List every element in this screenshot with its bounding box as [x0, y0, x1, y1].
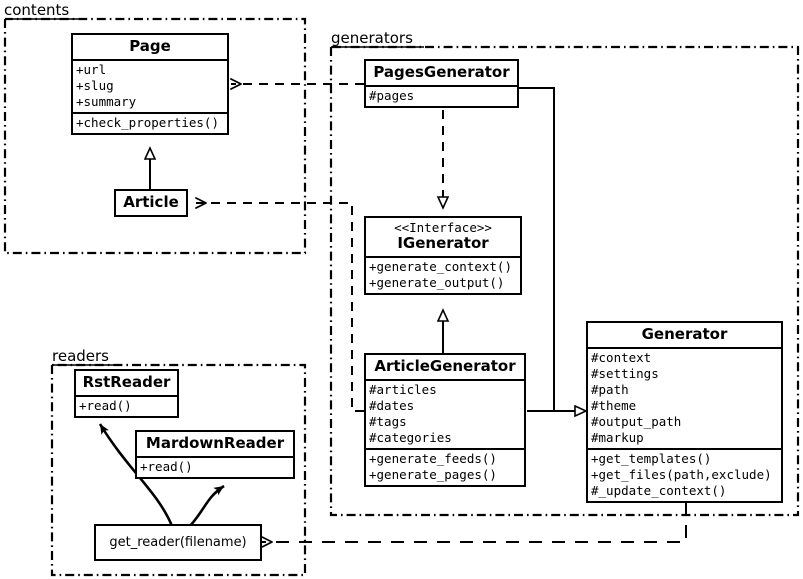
class-box-page[interactable]: Page +url +slug +summary +check_properti…	[71, 33, 229, 135]
method-item: +generate_pages()	[369, 467, 497, 482]
attribute-item: #dates	[369, 398, 415, 413]
attribute-item: #path	[591, 382, 629, 397]
method-item: +check_properties()	[76, 115, 219, 130]
class-methods-article-generator: +generate_feeds() +generate_pages()	[366, 448, 524, 485]
class-methods-page: +check_properties()	[73, 112, 227, 133]
relation-articlegenerator-uses-article	[195, 197, 364, 412]
method-item: +generate_output()	[369, 275, 505, 290]
function-box-get-reader[interactable]: get_reader(filename)	[94, 524, 262, 561]
attribute-item: +summary	[76, 94, 137, 109]
method-item: +get_templates()	[591, 451, 712, 466]
class-name-rst-reader: RstReader	[82, 373, 171, 391]
method-item: +generate_context()	[369, 259, 512, 274]
attribute-item: +url	[76, 62, 107, 77]
attribute-item: #output_path	[591, 414, 682, 429]
class-name-article: Article	[123, 193, 179, 211]
attribute-item: #context	[591, 350, 652, 365]
class-name-pages-generator: PagesGenerator	[373, 63, 510, 81]
class-attributes-page: +url +slug +summary	[73, 59, 227, 112]
class-name-page: Page	[129, 37, 171, 55]
package-label-contents: contents	[4, 1, 70, 19]
class-box-rst-reader[interactable]: RstReader +read()	[74, 369, 179, 418]
class-box-igenerator[interactable]: <<Interface>> IGenerator +generate_conte…	[364, 216, 522, 295]
package-label-readers: readers	[52, 347, 109, 365]
class-name-igenerator: IGenerator	[397, 234, 489, 252]
class-box-mardown-reader[interactable]: MardownReader +read()	[135, 430, 295, 479]
attribute-item: #articles	[369, 382, 437, 397]
class-stereotype-igenerator: <<Interface>>	[394, 220, 492, 235]
function-name-get-reader: get_reader(filename)	[109, 535, 247, 550]
class-name-mardown-reader: MardownReader	[145, 434, 285, 452]
class-methods-generator: +get_templates() +get_files(path,exclude…	[588, 448, 781, 501]
package-label-generators: generators	[331, 29, 413, 47]
method-item: +read()	[79, 398, 132, 413]
method-item: +get_files(path,exclude)	[591, 467, 772, 482]
method-item: +read()	[140, 459, 193, 474]
method-item: +generate_feeds()	[369, 451, 497, 466]
class-attributes-generator: #context #settings #path #theme #output_…	[588, 347, 781, 448]
class-name-generator: Generator	[641, 325, 728, 343]
method-item: #_update_context()	[591, 483, 727, 498]
attribute-item: +slug	[76, 78, 114, 93]
attribute-item: #theme	[591, 398, 637, 413]
relation-generators-inherit-generator	[519, 87, 586, 411]
attribute-item: #pages	[369, 88, 415, 103]
relation-get-reader-returns-mardownreader	[189, 484, 225, 527]
class-box-pages-generator[interactable]: PagesGenerator #pages	[364, 59, 519, 108]
class-methods-rst-reader: +read()	[76, 395, 177, 416]
attribute-item: #markup	[591, 430, 644, 445]
attribute-item: #categories	[369, 430, 452, 445]
class-methods-igenerator: +generate_context() +generate_output()	[366, 256, 520, 293]
class-attributes-pages-generator: #pages	[366, 85, 517, 106]
class-name-article-generator: ArticleGenerator	[374, 357, 516, 375]
relation-generator-uses-get-reader	[261, 502, 687, 548]
class-methods-mardown-reader: +read()	[137, 456, 293, 477]
attribute-item: #tags	[369, 414, 407, 429]
attribute-item: #settings	[591, 366, 659, 381]
class-box-article[interactable]: Article	[114, 189, 188, 217]
class-box-generator[interactable]: Generator #context #settings #path #them…	[586, 321, 783, 503]
class-attributes-article-generator: #articles #dates #tags #categories	[366, 379, 524, 448]
class-box-article-generator[interactable]: ArticleGenerator #articles #dates #tags …	[364, 353, 526, 487]
